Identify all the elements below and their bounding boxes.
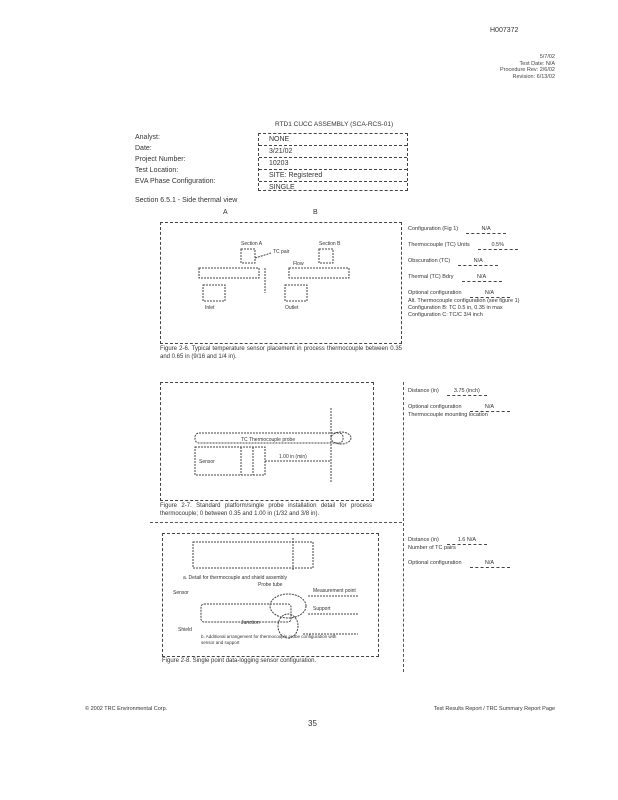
figure-1-label: Flow (293, 261, 304, 267)
note-row: Obscuration (TC) N/A (408, 258, 553, 266)
note-row: Distance (in) 3.75 (inch) (408, 388, 510, 396)
field-values-box: NONE 3/21/02 10203 SITE: Registered SING… (258, 133, 408, 191)
note-value: 0.5% (477, 242, 518, 250)
note-row: Optional configuration N/A (408, 290, 553, 298)
footer-left: © 2002 TRC Environmental Corp. (85, 706, 168, 712)
figure-1-caption: Figure 2-6. Typical temperature sensor p… (160, 346, 402, 360)
figure-3-diagram: a. Detail for thermocouple and shield as… (173, 538, 358, 639)
note-value: N/A (466, 226, 507, 234)
note-label: Thermocouple (TC) Units (408, 242, 470, 248)
figure-3-label: Probe tube (258, 582, 283, 588)
figure-3-label: a. Detail for thermocouple and shield as… (183, 575, 287, 581)
note-text: Configuration B: TC 0.5 in, 0.35 in max (408, 305, 503, 311)
figure-1-diagram: Section A Section B TC pair Inlet Outlet… (198, 241, 350, 311)
field-value: 3/21/02 (259, 146, 407, 158)
meta-line: Test Date: N/A (519, 60, 555, 67)
note-row: Thermal (TC) Bdry N/A (408, 274, 553, 282)
note-row: Distance (in) 1.6 N/A (408, 537, 510, 545)
column-a-label: A (223, 209, 228, 216)
note-row: Thermocouple (TC) Units 0.5% (408, 242, 553, 250)
figure-1-frame: Section A Section B TC pair Inlet Outlet… (160, 222, 402, 344)
note-label: Configuration (Fig 1) (408, 226, 459, 232)
field-label: Test Location: (135, 167, 179, 174)
note-value: N/A (458, 258, 499, 266)
note-row: Optional configuration N/A (408, 560, 510, 568)
figure-3-label: Shield (178, 627, 192, 633)
form-title: RTD1 CUCC ASSEMBLY (SCA-RCS-01) (275, 121, 394, 128)
footer-right: Test Results Report / TRC Summary Report… (433, 706, 555, 712)
note-value: 1.6 N/A (446, 537, 487, 545)
field-labels: Analyst: Date: Project Number: Test Loca… (135, 132, 215, 187)
figure-3-note: b. Additional arrangement for thermocoup… (201, 634, 337, 645)
figure-2-caption: Figure 2-7. Standard platform/single pro… (160, 503, 372, 517)
figure-2-notes: Distance (in) 3.75 (inch) Optional config… (408, 388, 510, 419)
note-value: N/A (469, 560, 510, 568)
field-value: SINGLE (269, 184, 295, 191)
field-value: NONE (259, 134, 407, 146)
header-meta: 5/7/02 Test Date: N/A Procedure Rev: 2/6… (500, 54, 555, 80)
document-id: H007372 (490, 27, 519, 34)
note-label: Thermal (TC) Bdry (408, 274, 454, 280)
figure-3-label: Support (313, 606, 331, 612)
figure-3-frame: a. Detail for thermocouple and shield as… (162, 533, 379, 657)
figure-2-diagram: TC Thermocouple probe 1.00 in (min) Sens… (194, 408, 352, 483)
note-text: Alt. Thermocouple configuration (see fig… (408, 298, 520, 304)
figure-2-label: Sensor (199, 459, 215, 465)
note-row: Optional configuration N/A (408, 404, 510, 412)
note-label: Optional configuration (408, 290, 462, 296)
section-heading: Section 6.5.1 - Side thermal view (135, 197, 238, 204)
note-text: Configuration C: TC/C 3/4 inch (408, 312, 483, 318)
note-text: Thermocouple mounting location (408, 412, 488, 418)
note-label: Distance (in) (408, 537, 439, 543)
column-divider (403, 382, 404, 672)
figure-2-frame: TC Thermocouple probe 1.00 in (min) Sens… (160, 382, 374, 501)
note-label: Obscuration (TC) (408, 258, 451, 264)
note-label: Optional configuration (408, 560, 462, 566)
field-label: EVA Phase Configuration: (135, 178, 216, 185)
divider (150, 522, 402, 523)
note-value: N/A (461, 274, 502, 282)
figure-1-label: Section B (319, 241, 341, 247)
figure-1-label: Outlet (285, 305, 299, 311)
figure-1-label: Section A (241, 241, 263, 247)
field-value: SITE: Registered (259, 170, 407, 182)
figure-2-label: 1.00 in (min) (279, 454, 307, 460)
figure-3-label: Measurement point (313, 588, 356, 594)
field-label: Analyst: (135, 134, 160, 141)
figure-1-label: TC pair (273, 249, 290, 255)
figure-3-label: Sensor (173, 590, 189, 596)
note-row: Configuration (Fig 1) N/A (408, 226, 553, 234)
figure-2-label: TC Thermocouple probe (241, 437, 295, 443)
field-value: 10203 (259, 158, 407, 170)
meta-line: Procedure Rev: 2/6/02 (499, 67, 555, 73)
figure-1-label: Inlet (205, 305, 215, 311)
meta-line: Revision: 6/13/02 (512, 73, 556, 80)
figure-1-notes: Configuration (Fig 1) N/A Thermocouple (T… (408, 226, 553, 319)
figure-3-label: Junction (241, 620, 260, 626)
figure-3-notes: Distance (in)1.6 N/A Number of TC pairs … (408, 537, 510, 568)
note-value: 3.75 (inch) (446, 388, 487, 396)
meta-line: 5/7/02 (539, 54, 555, 60)
field-label: Project Number: (135, 156, 186, 163)
note-label: Optional configuration (408, 404, 462, 410)
note-value: N/A (469, 404, 510, 412)
note-value: N/A (469, 290, 510, 298)
note-label: Distance (in) (408, 388, 439, 394)
field-label: Date: (135, 145, 152, 152)
figure-3-caption: Figure 2-8. Single point data-logging se… (162, 658, 317, 664)
page-number: 35 (308, 719, 317, 728)
note-text: Number of TC pairs (408, 545, 456, 551)
column-b-label: B (313, 209, 318, 216)
